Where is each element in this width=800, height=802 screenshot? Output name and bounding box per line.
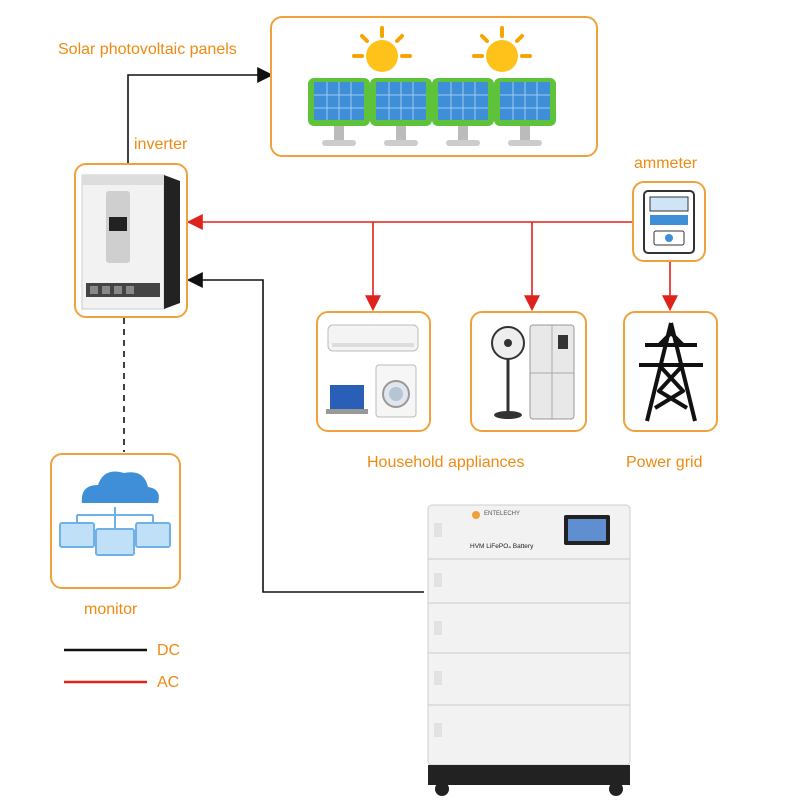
household-label: Household appliances bbox=[367, 454, 525, 471]
solar-panels-box bbox=[270, 16, 598, 157]
ammeter-label: ammeter bbox=[634, 155, 698, 172]
solar-panel-icon bbox=[494, 78, 556, 146]
transmission-tower-icon bbox=[639, 322, 703, 422]
refrigerator-icon bbox=[529, 324, 575, 420]
solar-panel-icon bbox=[432, 78, 494, 146]
solar-panel-icon bbox=[370, 78, 432, 146]
battery-model-label: HVM LiFePO₄ Battery bbox=[470, 543, 534, 550]
battery-stack: ENTELECHY HVM LiFePO₄ Battery bbox=[426, 503, 632, 797]
appliances-illustration-2 bbox=[491, 324, 575, 420]
fan-icon bbox=[491, 326, 525, 419]
power-grid-box bbox=[623, 311, 718, 432]
dc-wire-battery bbox=[186, 272, 424, 593]
solar-label: Solar photovoltaic panels bbox=[58, 41, 237, 58]
monitor-label: monitor bbox=[84, 601, 138, 618]
laptop-icon bbox=[326, 385, 368, 414]
monitor-illustration bbox=[59, 471, 171, 556]
meter-icon bbox=[643, 190, 695, 254]
air-conditioner-icon bbox=[327, 324, 419, 352]
grid-label: Power grid bbox=[626, 454, 703, 471]
washing-machine-icon bbox=[375, 364, 417, 418]
solar-panels-illustration bbox=[308, 26, 556, 146]
cloud-icon bbox=[81, 471, 159, 503]
battery-stack-icon bbox=[427, 504, 631, 796]
inverter-box bbox=[74, 163, 188, 318]
appliances-illustration-1 bbox=[326, 324, 419, 418]
sun-icon bbox=[472, 26, 532, 72]
inverter-icon bbox=[81, 174, 180, 310]
legend-dc-label: DC bbox=[157, 642, 181, 659]
solar-panel-icon bbox=[308, 78, 370, 146]
dc-wire-solar bbox=[127, 67, 274, 163]
sun-icon bbox=[352, 26, 412, 72]
household-appliances-box-2 bbox=[470, 311, 587, 432]
computer-icon bbox=[59, 522, 171, 556]
inverter-label: inverter bbox=[134, 136, 188, 153]
ammeter-box bbox=[632, 181, 706, 262]
monitor-box bbox=[50, 453, 181, 589]
household-appliances-box-1 bbox=[316, 311, 431, 432]
legend-ac-label: AC bbox=[157, 674, 180, 691]
battery-brand: ENTELECHY bbox=[484, 511, 521, 517]
